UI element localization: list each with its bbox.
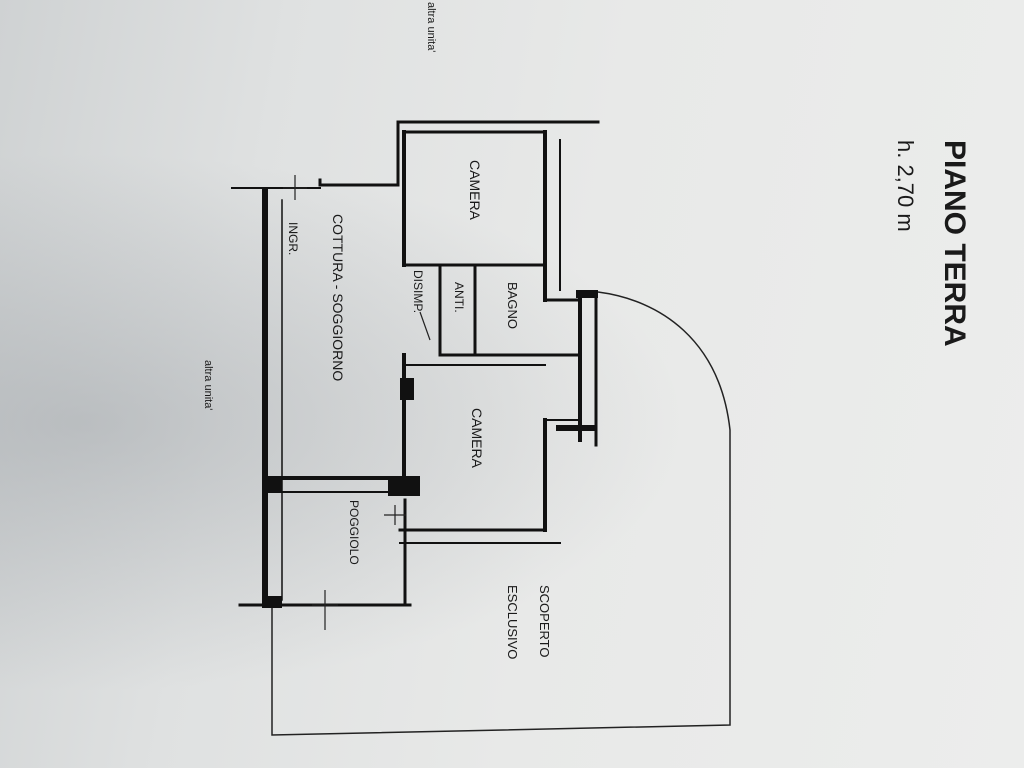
title-label: PIANO TERRA (938, 140, 971, 347)
room-label-anti: ANTI. (452, 282, 466, 313)
garden-outline (271, 291, 731, 736)
room-label-poggiolo: POGGIOLO (347, 500, 361, 565)
room-label-disimp: DISIMP. (411, 270, 425, 313)
room-label-camera-1: CAMERA (467, 160, 483, 221)
label-altra-unita-top: altra unita' (425, 2, 437, 52)
room-label-cottura-soggiorno: COTTURA - SOGGIORNO (330, 214, 346, 381)
columns (262, 290, 598, 608)
height-label: h. 2,70 m (893, 140, 918, 232)
door-marks (283, 175, 431, 630)
walls (231, 120, 600, 608)
label-esclusivo: ESCLUSIVO (505, 585, 520, 659)
labels: PIANO TERRA h. 2,70 m CAMERA BAGNO ANTI.… (202, 2, 971, 659)
room-label-ingr: INGR. (286, 222, 300, 255)
label-scoperto: SCOPERTO (537, 585, 552, 657)
room-label-bagno: BAGNO (505, 282, 520, 329)
label-altra-unita-left: altra unita' (202, 360, 214, 410)
room-label-camera-2: CAMERA (469, 408, 485, 469)
